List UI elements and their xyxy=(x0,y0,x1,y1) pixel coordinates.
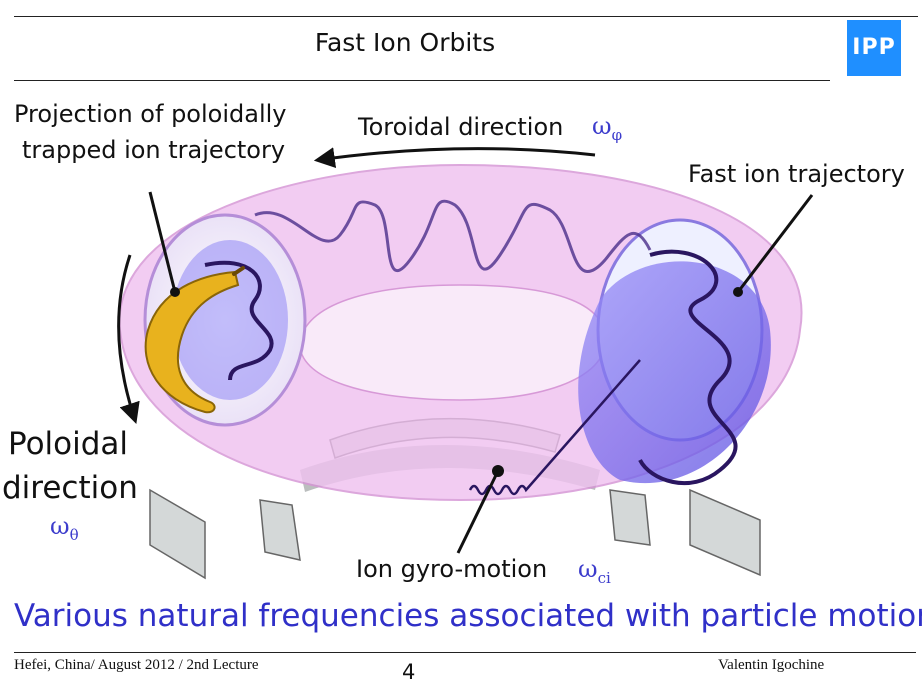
projection-pointer-dot xyxy=(170,287,180,297)
poloidal-subscript: θ xyxy=(69,525,79,544)
footer-left: Hefei, China/ August 2012 / 2nd Lecture xyxy=(14,657,259,673)
left-trajectory xyxy=(204,260,274,381)
right-flux-surface xyxy=(578,261,771,484)
toroidal-arrow xyxy=(313,147,596,169)
toroidal-subscript: φ xyxy=(611,125,623,144)
gyro-label: Ion gyro-motion xyxy=(356,555,548,583)
toroidal-trajectory xyxy=(254,199,652,273)
poloidal-label-line2: direction xyxy=(2,470,138,506)
poloidal-arrow xyxy=(117,254,140,424)
toroidal-symbol: ωφ xyxy=(592,112,622,144)
fast-ion-pointer-dot xyxy=(733,287,743,297)
projection-label-line2: trapped ion trajectory xyxy=(22,136,286,164)
gyro-subscript: ci xyxy=(597,568,611,587)
gyro-path xyxy=(468,359,641,496)
toroidal-label: Toroidal direction xyxy=(358,113,564,141)
poloidal-symbol: ωθ xyxy=(50,512,79,544)
page-title: Fast Ion Orbits xyxy=(314,28,496,57)
poloidal-omega: ω xyxy=(50,512,70,540)
fast-ion-label: Fast ion trajectory xyxy=(688,160,905,188)
slide-subtitle: Various natural frequencies associated w… xyxy=(14,598,922,634)
coil-right-mid xyxy=(609,489,651,546)
gyro-symbol: ωci xyxy=(578,555,611,587)
gyro-pointer xyxy=(456,470,500,554)
top-rule xyxy=(14,16,918,17)
footer-right: Valentin Igochine xyxy=(718,657,825,673)
footer-rule xyxy=(14,652,916,653)
coil-left-outer xyxy=(149,488,206,580)
coil-left-mid xyxy=(259,499,301,561)
ipp-logo: IPP xyxy=(847,20,901,76)
projection-label-line1: Projection of poloidally xyxy=(14,100,287,128)
fast-ion-pointer xyxy=(736,194,814,293)
title-underline xyxy=(14,80,830,81)
right-trajectory xyxy=(638,249,738,486)
coil-right-outer xyxy=(689,488,761,577)
poloidal-label-line1: Poloidal xyxy=(8,426,129,462)
projection-pointer xyxy=(148,191,177,293)
torus-hole xyxy=(299,284,606,401)
toroidal-omega: ω xyxy=(592,112,612,140)
banana-stem xyxy=(232,266,245,276)
banana-icon xyxy=(144,270,240,414)
page-number: 4 xyxy=(402,660,416,684)
gyro-omega: ω xyxy=(578,555,598,583)
